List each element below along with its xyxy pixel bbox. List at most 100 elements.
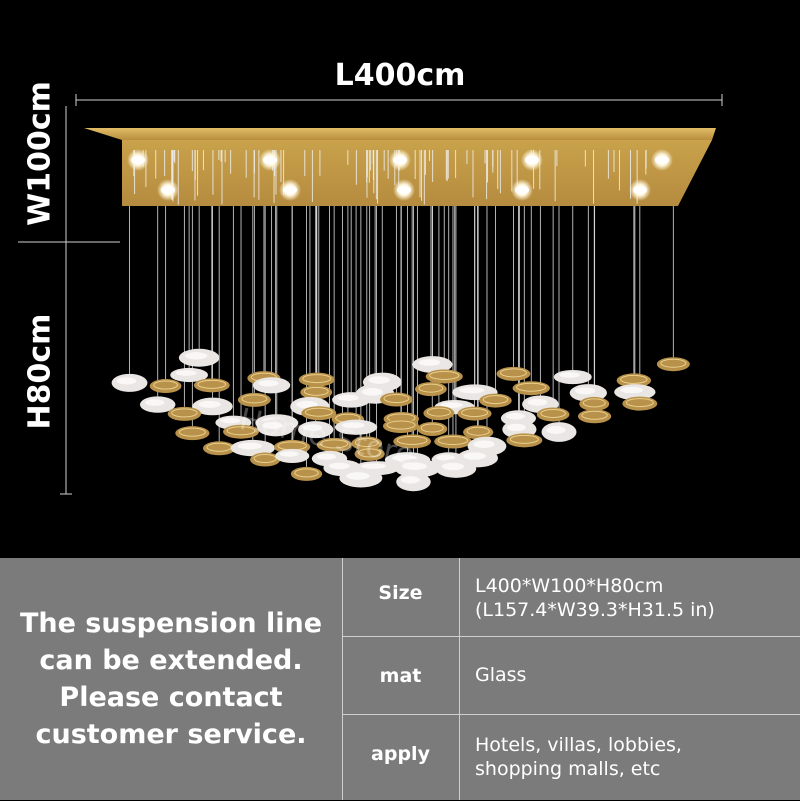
disc-highlight <box>171 408 198 418</box>
spec-value: Hotels, villas, lobbies, shopping malls,… <box>475 733 795 781</box>
table-divider-left <box>342 558 343 800</box>
spec-value-line: Glass <box>475 664 527 686</box>
disc-highlight <box>386 420 416 430</box>
glass-disc <box>316 437 352 452</box>
spec-value-line: L400*W100*H80cm <box>475 575 664 597</box>
disc-highlight <box>303 424 323 432</box>
disc-highlight <box>303 386 329 396</box>
disc-highlight <box>253 454 277 464</box>
disc-highlight <box>575 387 596 395</box>
disc-highlight <box>500 368 527 378</box>
disc-highlight <box>304 407 333 417</box>
disc-highlight <box>418 359 441 366</box>
disc-highlight <box>258 380 279 387</box>
disc-highlight <box>241 394 268 404</box>
disc-highlight <box>226 426 256 436</box>
disc-highlight <box>509 434 539 444</box>
table-row: mat Glass <box>342 636 800 715</box>
glass-discs <box>111 348 690 492</box>
extension-note-text: The suspension line can be extended. Ple… <box>19 608 323 750</box>
table-divider-middle <box>459 558 460 800</box>
disc-highlight <box>279 451 299 457</box>
spotlight-core <box>283 186 297 194</box>
glass-disc <box>496 366 531 381</box>
disc-highlight <box>660 358 687 368</box>
glass-disc <box>425 369 463 384</box>
disc-highlight <box>178 427 206 437</box>
spotlight-core <box>397 186 411 194</box>
disc-highlight <box>328 462 350 470</box>
disc-highlight <box>581 410 608 420</box>
disc-highlight <box>346 472 370 480</box>
disc-highlight <box>625 398 654 408</box>
spotlight-core <box>515 186 529 194</box>
disc-highlight <box>153 380 178 390</box>
disc-highlight <box>144 399 165 406</box>
spotlights <box>127 149 673 201</box>
glass-disc <box>512 381 550 396</box>
disc-highlight <box>420 423 444 433</box>
spotlight-core <box>393 156 407 164</box>
canopy-top-edge <box>84 128 716 140</box>
disc-highlight <box>296 400 318 409</box>
disc-highlight <box>436 454 456 461</box>
disc-highlight <box>358 448 382 458</box>
disc-highlight <box>559 372 581 378</box>
disc-highlight <box>516 382 547 392</box>
height-label: H80cm <box>22 313 58 430</box>
disc-highlight <box>582 398 606 408</box>
length-label: L400cm <box>334 58 466 93</box>
disc-highlight <box>116 377 137 385</box>
disc-highlight <box>540 408 566 418</box>
disc-highlight <box>294 468 319 478</box>
disc-highlight <box>620 386 644 394</box>
spec-value-line: (L157.4*W39.3*H31.5 in) <box>475 599 715 621</box>
spec-key: Size <box>378 582 423 604</box>
table-row: apply Hotels, villas, lobbies, shopping … <box>342 714 800 801</box>
disc-highlight <box>527 398 548 406</box>
glass-disc <box>393 434 432 449</box>
glass-disc <box>616 373 652 388</box>
disc-highlight <box>198 400 221 408</box>
canopy-plate <box>122 140 712 206</box>
spotlight-core <box>633 186 647 194</box>
disc-highlight <box>262 421 283 430</box>
disc-highlight <box>341 422 365 429</box>
disc-highlight <box>441 462 465 471</box>
disc-highlight <box>184 352 208 360</box>
disc-highlight <box>337 394 359 401</box>
table-row: Size L400*W100*H80cm (L157.4*W39.3*H31.5… <box>342 558 800 636</box>
disc-highlight <box>429 370 460 380</box>
disc-highlight <box>316 453 337 460</box>
disc-highlight <box>418 383 444 393</box>
disc-highlight <box>354 437 379 447</box>
spec-value: L400*W100*H80cm (L157.4*W39.3*H31.5 in) <box>475 574 795 622</box>
disc-highlight <box>426 407 451 417</box>
chandelier-illustration <box>18 94 723 495</box>
disc-highlight <box>466 426 490 436</box>
glass-disc <box>457 406 492 421</box>
glass-disc <box>506 433 543 448</box>
spec-value-line: shopping malls, etc <box>475 758 661 780</box>
width-label: W100cm <box>22 81 58 226</box>
extension-note: The suspension line can be extended. Ple… <box>0 558 342 800</box>
spotlight-core <box>161 186 175 194</box>
disc-highlight <box>383 394 410 404</box>
spotlight-core <box>263 156 277 164</box>
disc-highlight <box>459 387 485 394</box>
suspension-wires <box>129 150 674 473</box>
glass-disc <box>193 378 230 393</box>
disc-highlight <box>461 408 489 418</box>
spec-key: mat <box>379 665 422 687</box>
disc-highlight <box>175 370 197 376</box>
spec-key: apply <box>371 743 430 765</box>
disc-highlight <box>437 435 469 445</box>
disc-highlight <box>506 423 526 432</box>
spotlight-core <box>525 156 539 164</box>
glass-disc <box>175 426 210 441</box>
disc-highlight <box>482 395 509 405</box>
spec-value: Glass <box>475 663 795 687</box>
glass-disc <box>622 396 658 411</box>
spotlight-core <box>655 156 669 164</box>
disc-highlight <box>620 374 648 384</box>
